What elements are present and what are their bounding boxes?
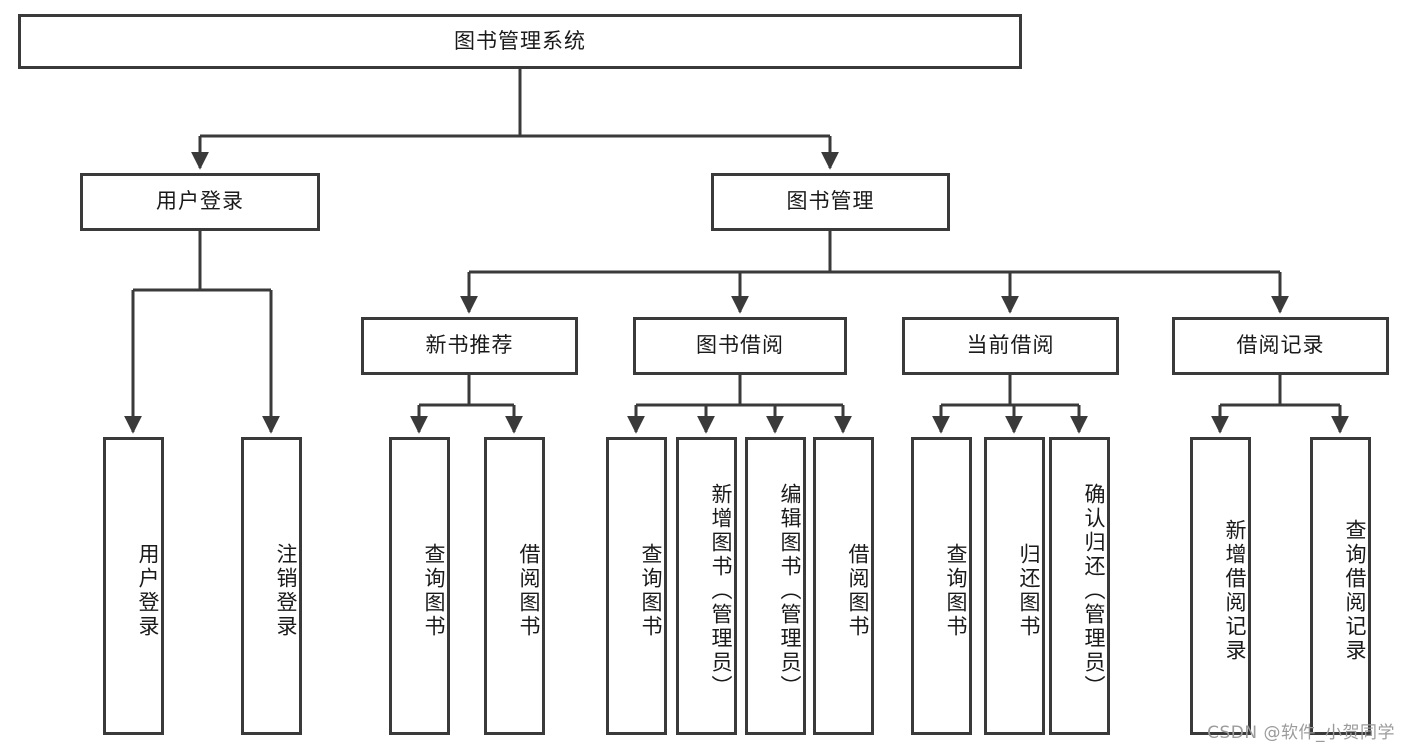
- node-book-manage[interactable]: 图书管理: [711, 173, 950, 231]
- csdn-watermark: CSDN @软件_小贺同学: [1207, 723, 1395, 743]
- node-user-login[interactable]: 用户登录: [80, 173, 320, 231]
- node-leaf-borrow-books-bb[interactable]: 借阅图书: [813, 437, 874, 735]
- node-leaf-add-borrow-record[interactable]: 新增借阅记录: [1190, 437, 1251, 735]
- node-leaf-user-logout[interactable]: 注销登录: [241, 437, 302, 735]
- node-leaf-query-books-bb-label: 查询图书: [639, 543, 663, 639]
- node-book-manage-label: 图书管理: [786, 189, 875, 214]
- node-leaf-borrow-books-rec-label: 借阅图书: [517, 543, 541, 639]
- node-leaf-borrow-books-rec[interactable]: 借阅图书: [484, 437, 545, 735]
- node-user-login-label: 用户登录: [156, 189, 244, 214]
- node-book-borrow[interactable]: 图书借阅: [633, 317, 847, 375]
- node-borrow-record[interactable]: 借阅记录: [1172, 317, 1389, 375]
- node-borrow-record-label: 借阅记录: [1236, 333, 1325, 358]
- node-current-borrow[interactable]: 当前借阅: [902, 317, 1119, 375]
- node-leaf-user-login[interactable]: 用户登录: [103, 437, 164, 735]
- node-leaf-confirm-return[interactable]: 确认归还（管理员）: [1049, 437, 1110, 735]
- node-leaf-return-books-label: 归还图书: [1017, 543, 1041, 639]
- node-leaf-query-books-bb[interactable]: 查询图书: [606, 437, 667, 735]
- node-new-book-recommend[interactable]: 新书推荐: [361, 317, 578, 375]
- node-leaf-borrow-books-bb-label: 借阅图书: [846, 543, 870, 639]
- node-current-borrow-label: 当前借阅: [966, 333, 1055, 358]
- node-leaf-user-login-label: 用户登录: [136, 543, 160, 639]
- node-leaf-query-books-cb[interactable]: 查询图书: [911, 437, 972, 735]
- node-book-borrow-label: 图书借阅: [696, 333, 784, 358]
- node-leaf-edit-book[interactable]: 编辑图书（管理员）: [745, 437, 806, 735]
- node-leaf-add-book-label: 新增图书（管理员）: [709, 483, 733, 699]
- node-leaf-edit-book-label: 编辑图书（管理员）: [778, 483, 802, 699]
- node-new-book-recommend-label: 新书推荐: [425, 333, 514, 358]
- node-leaf-add-book[interactable]: 新增图书（管理员）: [676, 437, 737, 735]
- node-root[interactable]: 图书管理系统: [18, 14, 1022, 69]
- node-leaf-confirm-return-label: 确认归还（管理员）: [1082, 483, 1106, 699]
- node-leaf-query-borrow-record-label: 查询借阅记录: [1343, 519, 1367, 663]
- node-leaf-query-books-cb-label: 查询图书: [944, 543, 968, 639]
- node-leaf-query-books-rec[interactable]: 查询图书: [389, 437, 450, 735]
- node-leaf-query-books-rec-label: 查询图书: [422, 543, 446, 639]
- node-leaf-query-borrow-record[interactable]: 查询借阅记录: [1310, 437, 1371, 735]
- node-root-label: 图书管理系统: [454, 28, 586, 53]
- node-leaf-return-books[interactable]: 归还图书: [984, 437, 1045, 735]
- node-leaf-add-borrow-record-label: 新增借阅记录: [1223, 519, 1247, 663]
- node-leaf-user-logout-label: 注销登录: [274, 543, 298, 639]
